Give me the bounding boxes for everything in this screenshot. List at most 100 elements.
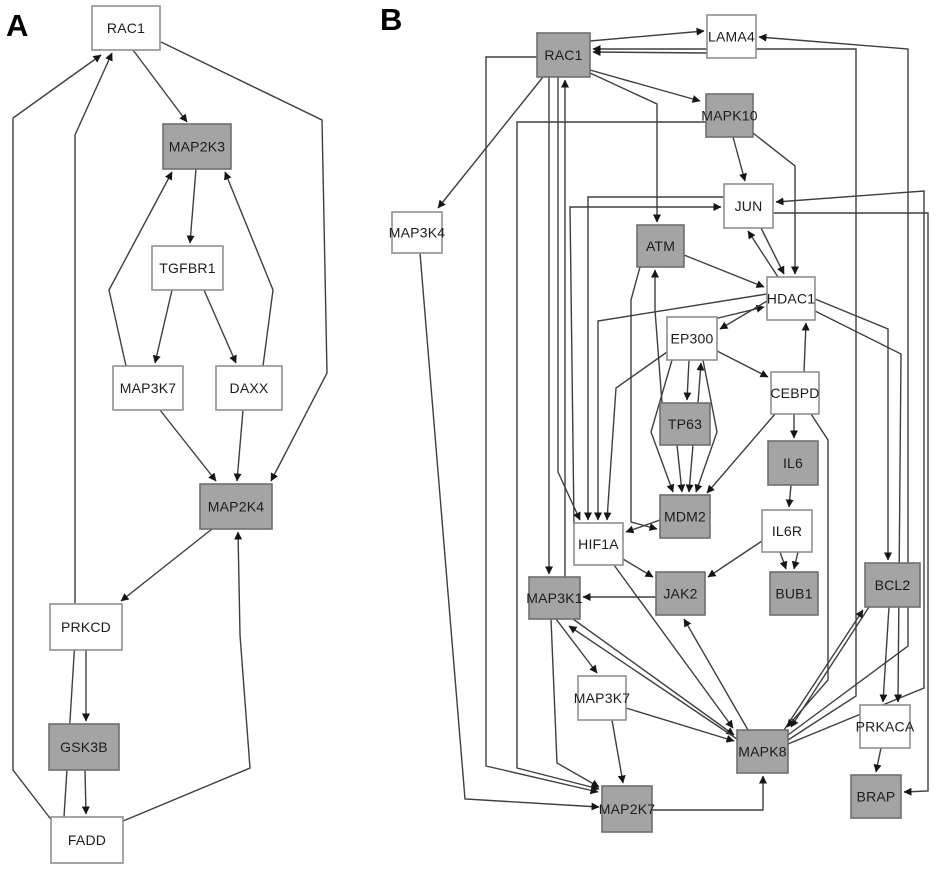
node-a-map2k4: MAP2K4 xyxy=(199,483,273,530)
gene-box-bcl2 xyxy=(864,562,921,608)
edge-rac1-to-atm xyxy=(589,72,661,223)
edge-ep300-to-hif1a xyxy=(603,351,668,521)
edge-hif1a-to-jun xyxy=(569,203,722,526)
edge-map2k4-to-prkcd xyxy=(120,528,213,602)
edge-tgfbr1-to-map3k7 xyxy=(152,289,173,364)
edge-hdac1-to-hif1a xyxy=(594,293,768,521)
gene-label-daxx: DAXX xyxy=(230,380,269,396)
panel-label-b: B xyxy=(380,2,402,37)
node-a-fadd: FADD xyxy=(50,816,124,864)
edge-jun-to-hdac1 xyxy=(760,227,785,275)
gene-label-tp63: TP63 xyxy=(668,416,702,432)
gene-box-il6 xyxy=(767,440,819,486)
node-b-cebpd: CEBPD xyxy=(770,371,820,415)
edge-mdm2-to-hif1a xyxy=(625,519,661,534)
edge-mapk10-to-map2k7 xyxy=(516,121,706,792)
edge-atm-to-mdm2 xyxy=(630,266,658,531)
edge-il6-to-il6r xyxy=(785,484,794,508)
node-b-map3k1: MAP3K1 xyxy=(526,576,583,620)
edge-map3k1-to-map2k7 xyxy=(550,618,600,788)
gene-label-map2k7: MAP2K7 xyxy=(599,801,655,817)
gene-box-map3k4 xyxy=(391,211,443,254)
node-b-bub1: BUB1 xyxy=(769,571,819,616)
gene-box-ep300 xyxy=(666,316,718,361)
node-a-gsk3b: GSK3B xyxy=(48,723,120,771)
node-a-rac1: RAC1 xyxy=(91,5,161,51)
edge-mapk8-to-map3k1 xyxy=(568,625,738,740)
node-a-map3k7: MAP3K7 xyxy=(112,365,184,411)
node-b-mapk10: MAPK10 xyxy=(701,93,758,138)
node-b-ep300: EP300 xyxy=(666,316,718,361)
node-b-tp63: TP63 xyxy=(659,402,711,446)
gene-label-bub1: BUB1 xyxy=(775,586,812,602)
node-b-map3k7: MAP3K7 xyxy=(574,675,630,721)
gene-label-mapk10: MAPK10 xyxy=(701,108,757,124)
gene-label-jun: JUN xyxy=(735,198,763,214)
edge-fadd-to-map2k4 xyxy=(122,531,251,822)
node-b-hdac1: HDAC1 xyxy=(766,276,816,321)
gene-label-fadd: FADD xyxy=(68,832,106,848)
gene-label-tgfbr1: TGFBR1 xyxy=(159,260,215,276)
edge-il6r-to-jak2 xyxy=(707,540,763,578)
node-b-atm: ATM xyxy=(636,224,685,268)
gene-box-fadd xyxy=(50,816,124,864)
edge-map2k3-to-tgfbr1 xyxy=(186,168,197,244)
edge-map3k1-to-mapk8 xyxy=(572,618,735,736)
gene-label-bcl2: BCL2 xyxy=(875,577,911,593)
gene-label-hif1a: HIF1A xyxy=(578,536,619,552)
edge-prkaca-to-brap xyxy=(873,747,882,773)
edge-ep300-to-mdm2 xyxy=(694,359,718,493)
edge-mapk10-to-jun xyxy=(732,136,747,182)
edge-map3k7-to-map2k3 xyxy=(108,171,173,367)
gene-label-gsk3b: GSK3B xyxy=(60,739,108,755)
panel-b: RAC1LAMA4MAPK10JUNMAP3K4ATMHDAC1EP300CEB… xyxy=(380,2,929,833)
gene-box-jak2 xyxy=(655,571,706,616)
gene-box-hdac1 xyxy=(766,276,816,321)
edge-gsk3b-to-fadd xyxy=(81,769,90,815)
node-b-brap: BRAP xyxy=(850,774,902,819)
gene-box-cebpd xyxy=(770,371,820,415)
edge-map3k1-to-map3k7 xyxy=(555,618,598,674)
edge-atm-to-hdac1 xyxy=(683,254,765,288)
gene-box-map3k7 xyxy=(577,675,627,721)
gene-box-atm xyxy=(636,224,685,268)
gene-box-tp63 xyxy=(659,402,711,446)
edge-mapk8-to-jun xyxy=(775,190,925,745)
edge-map3k7-to-mapk8 xyxy=(625,707,735,743)
edge-tp63-to-mdm2 xyxy=(685,444,694,493)
gene-box-tgfbr1 xyxy=(151,245,224,291)
node-b-jun: JUN xyxy=(723,183,774,229)
edge-tp63-to-atm xyxy=(651,269,663,404)
gene-box-hif1a xyxy=(573,522,624,566)
gene-label-map3k7: MAP3K7 xyxy=(120,380,176,396)
gene-box-map2k7 xyxy=(601,785,653,833)
gene-label-jak2: JAK2 xyxy=(663,586,697,602)
edge-mapk8-to-jak2 xyxy=(683,618,749,731)
gene-box-gsk3b xyxy=(48,723,120,771)
node-b-bcl2: BCL2 xyxy=(864,562,921,608)
edge-bcl2-to-prkaca xyxy=(879,606,890,703)
gene-label-brap: BRAP xyxy=(857,789,896,805)
gene-label-map3k1: MAP3K1 xyxy=(526,590,582,606)
gene-box-rac1 xyxy=(91,5,161,51)
gene-label-hdac1: HDAC1 xyxy=(767,291,815,307)
edge-mapk8-to-lama4 xyxy=(758,33,909,736)
edge-cebpd-to-hdac1 xyxy=(801,322,810,373)
gene-label-map3k7: MAP3K7 xyxy=(574,690,630,706)
edge-ep300-to-tp63 xyxy=(683,359,692,401)
gene-label-map3k4: MAP3K4 xyxy=(389,225,445,241)
gene-box-brap xyxy=(850,774,902,819)
edge-cebpd-to-mdm2 xyxy=(706,413,776,494)
node-a-tgfbr1: TGFBR1 xyxy=(151,245,224,291)
gene-box-jun xyxy=(723,183,774,229)
edge-tp63-to-mdm2 xyxy=(676,444,686,493)
gene-label-cebpd: CEBPD xyxy=(770,385,819,401)
gene-box-map2k4 xyxy=(199,483,273,530)
gene-box-mdm2 xyxy=(659,494,711,539)
node-a-daxx: DAXX xyxy=(215,365,283,411)
edge-fadd-to-rac1 xyxy=(12,54,102,823)
edge-hif1a-to-jak2 xyxy=(622,558,654,578)
edge-daxx-to-map2k3 xyxy=(224,171,274,367)
